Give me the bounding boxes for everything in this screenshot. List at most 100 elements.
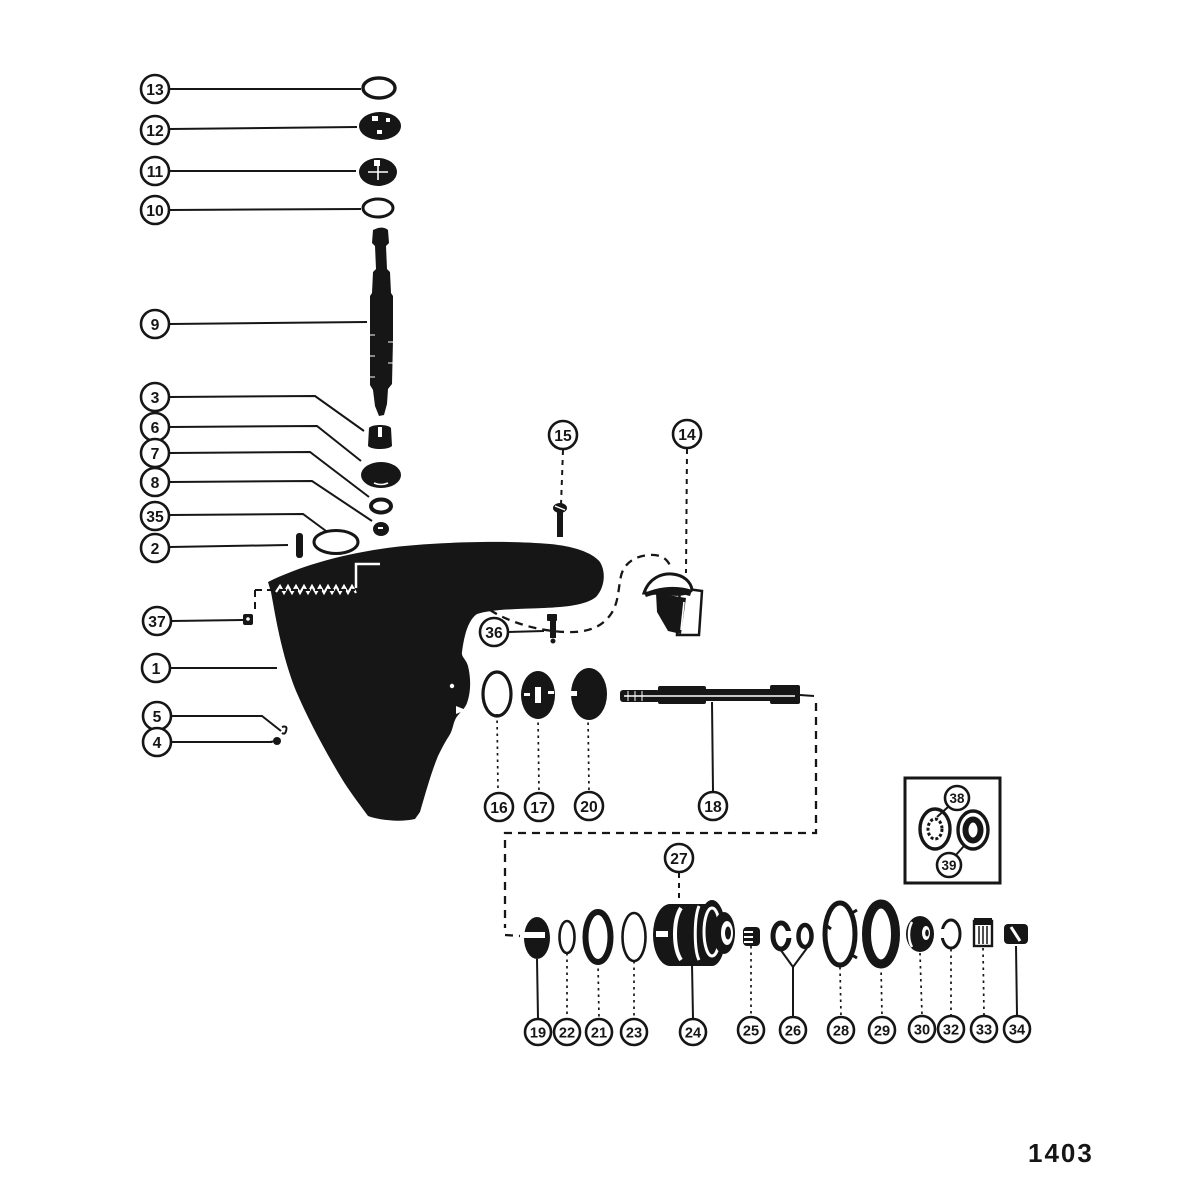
svg-text:35: 35: [146, 509, 164, 526]
o-ring-23-part: [621, 911, 647, 963]
svg-text:7: 7: [151, 446, 160, 463]
tab-washer-38-part: [918, 807, 952, 851]
propeller-shaft-part: [620, 685, 815, 704]
leader-10: [169, 208, 362, 211]
svg-text:14: 14: [678, 427, 696, 444]
svg-text:4: 4: [153, 735, 162, 752]
gasket-sawtooth: [275, 583, 357, 596]
propeller-nut-part: [1004, 924, 1028, 944]
callout-15-screw: 15: [547, 419, 579, 451]
leader-24: [691, 963, 694, 1019]
svg-text:19: 19: [530, 1026, 546, 1042]
washer-21-part: [582, 909, 614, 965]
svg-text:24: 24: [685, 1026, 702, 1042]
pinion-gear-part: [361, 462, 401, 488]
leader-35: [169, 512, 327, 532]
svg-text:34: 34: [1009, 1023, 1026, 1039]
svg-text:27: 27: [670, 851, 688, 868]
callout-33-splined-sleeve: 33: [969, 1014, 999, 1044]
route-screw-37: [254, 589, 355, 612]
svg-text:6: 6: [151, 420, 160, 437]
route-propshaft-to-row: [503, 703, 818, 938]
retainer-ring-28-part: [822, 900, 858, 968]
leader-36: [507, 630, 545, 633]
washer-7-part: [369, 497, 393, 515]
bearing-19-part: [524, 917, 550, 959]
housing-dot-mark: [449, 683, 455, 689]
callout-19-bearing: 19: [523, 1017, 553, 1047]
svg-text:20: 20: [580, 799, 598, 816]
leader-30: [919, 952, 923, 1016]
dowel-pin-part: [296, 533, 303, 558]
forward-gear-part: [570, 668, 607, 720]
leader-lines: [169, 88, 1018, 1019]
bearing-8-part: [373, 522, 389, 536]
housing-bore-mark: [456, 706, 466, 714]
washer-inset-box: [903, 776, 1002, 885]
retaining-ring-32-part: [939, 918, 962, 950]
callout-39-washer: 39: [935, 851, 963, 879]
callout-8-bearing: 8: [139, 466, 171, 498]
page-number: 1403: [1028, 1138, 1094, 1168]
callout-24-bearing-carrier: 24: [678, 1017, 708, 1047]
leader-20: [587, 715, 590, 792]
callout-1-gear-housing: 1: [140, 652, 172, 684]
svg-text:30: 30: [914, 1023, 930, 1039]
leader-14: [685, 448, 688, 574]
svg-text:5: 5: [153, 709, 162, 726]
leader-28: [839, 966, 842, 1017]
callout-7-washer: 7: [139, 437, 171, 469]
leader-17: [537, 715, 540, 793]
callout-9-drive-shaft: 9: [139, 308, 171, 340]
leader-19: [536, 958, 539, 1019]
callout-6-pinion-gear: 6: [139, 411, 171, 443]
gear-housing-part: [268, 541, 604, 821]
splined-sleeve-part: [972, 918, 994, 948]
leader-5: [172, 715, 282, 732]
callout-5-pin: 5: [141, 700, 173, 732]
callout-20-forward-gear: 20: [573, 790, 605, 822]
svg-text:36: 36: [485, 625, 503, 642]
svg-text:13: 13: [146, 82, 164, 99]
leader-37: [171, 619, 244, 622]
callout-37-screw: 37: [141, 605, 173, 637]
callout-4-screw: 4: [141, 726, 173, 758]
bearing-12-part: [359, 112, 401, 140]
leader-21: [597, 961, 600, 1019]
seal-ring-29-part: [862, 899, 900, 969]
svg-text:38: 38: [950, 791, 965, 806]
callout-2-dowel-pin: 2: [139, 532, 171, 564]
callout-23-o-ring: 23: [619, 1017, 649, 1047]
svg-text:37: 37: [148, 614, 166, 631]
svg-text:17: 17: [530, 800, 548, 817]
callout-28-retainer-ring: 28: [826, 1015, 856, 1045]
svg-text:3: 3: [151, 390, 160, 407]
svg-text:8: 8: [151, 475, 160, 492]
callout-12-bearing: 12: [139, 114, 171, 146]
housing-step-notch: [354, 562, 380, 588]
callout-18-propeller-shaft: 18: [697, 790, 729, 822]
splined-anchor-part: [743, 927, 760, 946]
leader-12: [169, 126, 358, 130]
svg-text:2: 2: [151, 541, 160, 558]
leader-16: [496, 713, 499, 793]
svg-text:29: 29: [874, 1024, 890, 1040]
svg-text:9: 9: [151, 317, 160, 334]
callout-34-propeller-nut: 34: [1002, 1014, 1032, 1044]
callout-38-tab-washer: 38: [943, 784, 971, 812]
svg-text:15: 15: [554, 428, 572, 445]
o-ring-22-part: [558, 919, 576, 955]
leader-7: [169, 450, 370, 498]
o-ring-35-part: [312, 529, 360, 555]
callout-17-bearing: 17: [523, 791, 555, 823]
leader-33: [982, 947, 985, 1016]
screw-36-part: [547, 614, 557, 644]
washer-26-part: [796, 922, 814, 950]
callout-21-washer: 21: [584, 1017, 614, 1047]
callout-14-water-pickup-scoop: 14: [671, 418, 703, 450]
leader-2: [169, 544, 289, 548]
svg-text:32: 32: [943, 1023, 959, 1039]
leader-29: [880, 965, 883, 1017]
bearing-30-part: [906, 916, 934, 952]
